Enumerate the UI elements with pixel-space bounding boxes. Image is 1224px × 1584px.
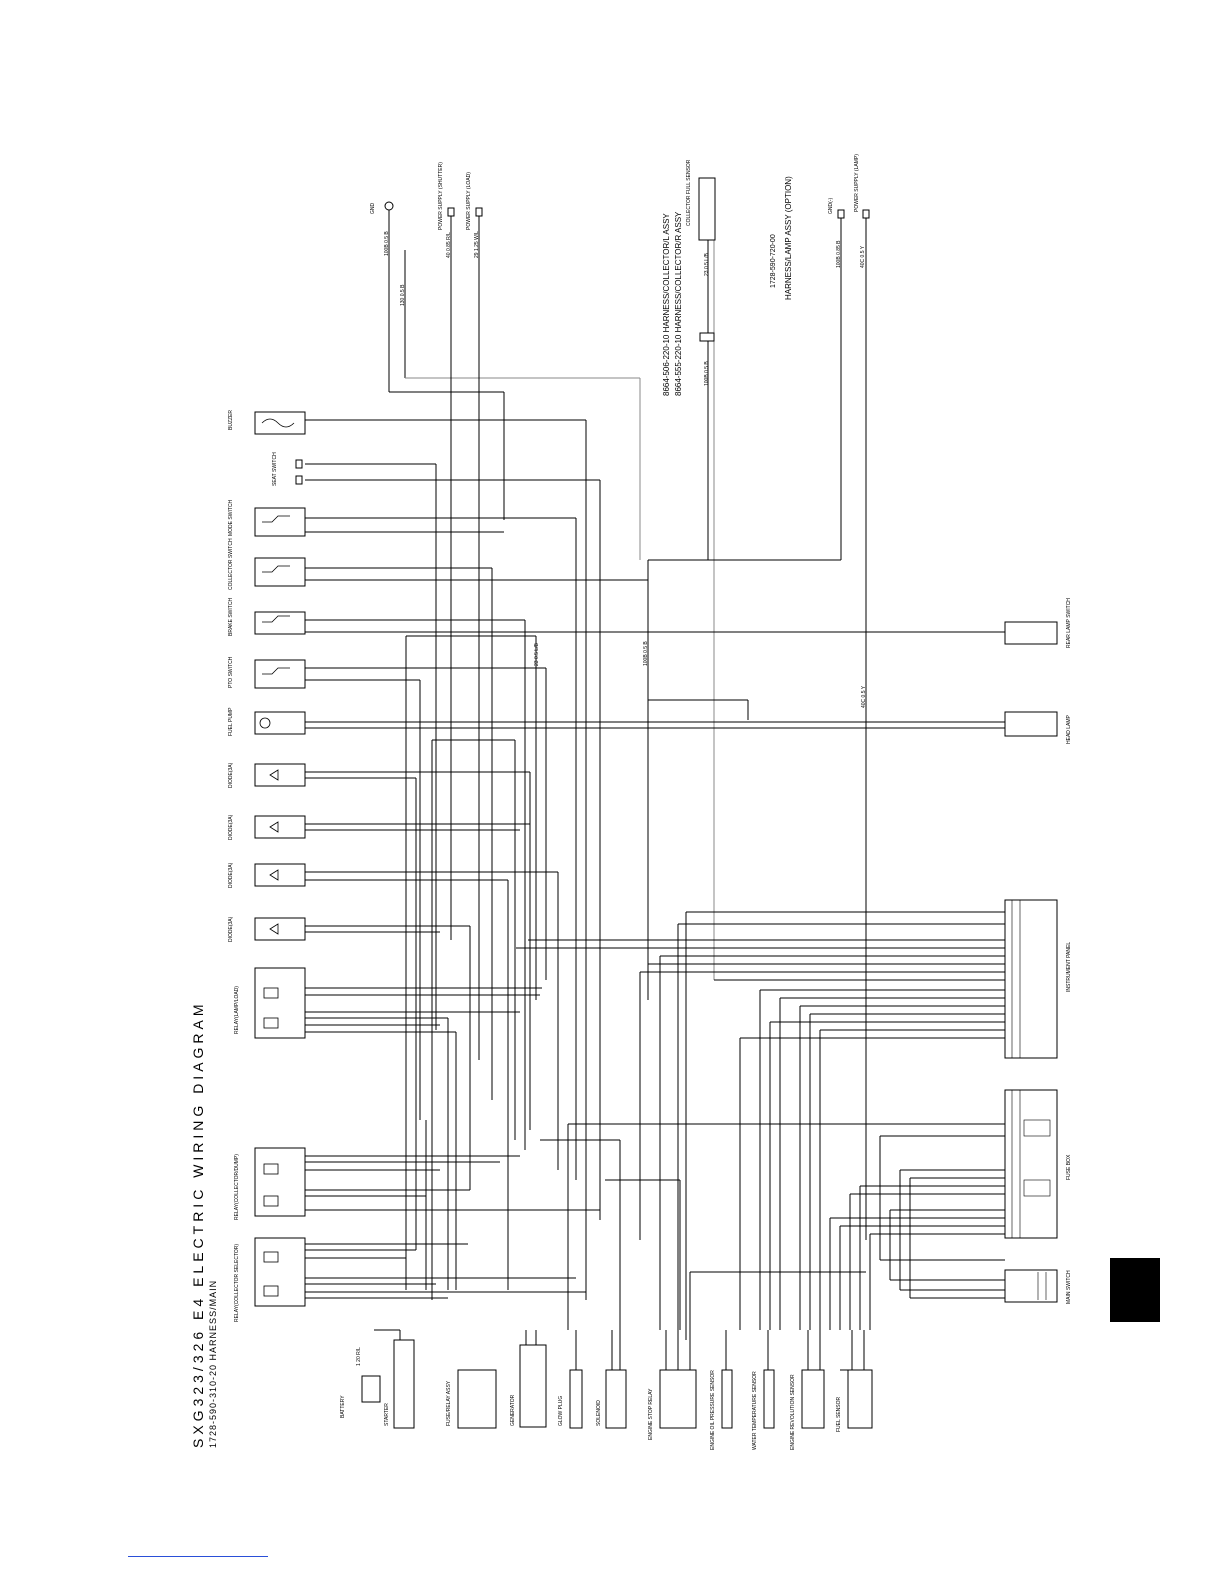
component-label: ENGINE STOP RELAY xyxy=(648,1388,654,1440)
component-label: DIODE(3A) xyxy=(228,814,234,840)
component-label: BATTERY xyxy=(340,1395,346,1418)
collector-sensor-label: COLLECTOR FULL SENSOR xyxy=(686,159,692,226)
component-label: STARTER xyxy=(384,1403,390,1426)
top-terminals xyxy=(384,177,870,342)
rear-lamp-switch-box xyxy=(1004,621,1058,645)
wire-label: 100B 0.5 B xyxy=(704,361,710,386)
component-label: REAR LAMP SWITCH xyxy=(1066,598,1072,648)
battery-box xyxy=(361,1375,381,1403)
component-label: INSTRUMENT PANEL xyxy=(1066,941,1072,992)
wire-label: 23 0.5 L/B xyxy=(704,253,710,276)
component-label: GLOW PLUG xyxy=(558,1395,564,1426)
brake-switch-box xyxy=(254,611,306,635)
bottom-link-rule xyxy=(128,1556,268,1557)
fuse-box-box xyxy=(1004,1089,1058,1239)
fuse-relay-box xyxy=(457,1369,497,1429)
harness-note: 8664-555-220-10 HARNESS/COLLECTOR/R ASSY xyxy=(674,211,683,396)
component-label: BRAKE SWITCH xyxy=(228,597,234,636)
solenoid-box xyxy=(605,1369,627,1429)
component-label: DIODE(3A) xyxy=(228,862,234,888)
component-label: FUSE BOX xyxy=(1066,1154,1072,1180)
wire-label: 100B 0.5 B xyxy=(643,641,649,666)
power-supply-terminal-icon xyxy=(447,207,455,217)
diode-box xyxy=(254,763,306,787)
wire-label: 40 0.85 R/L xyxy=(446,232,452,258)
component-label: BUZZER xyxy=(228,410,234,430)
right-component-boxes xyxy=(1004,621,1058,1303)
component-label: DIODE(3A) xyxy=(228,916,234,942)
terminal-label: POWER SUPPLY (LOAD) xyxy=(466,172,472,230)
component-label: MODE SWITCH xyxy=(228,499,234,536)
component-label: FUSE/RELAY ASSY xyxy=(446,1380,452,1426)
generator-box xyxy=(519,1344,547,1428)
wire-label: 40C 0.5 Y xyxy=(861,685,867,708)
wire-label: 100B 0.85 B xyxy=(836,240,842,268)
page-title: SXG323/326 E4 ELECTRIC WIRING DIAGRAM xyxy=(190,1000,206,1448)
bottom-component-boxes xyxy=(361,1339,873,1429)
lamp-harness-part: 1728-590-720-00 xyxy=(770,234,777,288)
wire-label: 1 20 R/L xyxy=(356,1347,362,1366)
gnd-terminal-icon xyxy=(837,209,845,219)
buzzer-box xyxy=(254,411,306,435)
component-label: SOLENOID xyxy=(596,1400,602,1426)
glow-plug-box xyxy=(569,1369,583,1429)
terminal-label: GND(-) xyxy=(828,197,834,214)
component-label: RELAY(LAMP/LOAD) xyxy=(234,986,240,1034)
diode-box xyxy=(254,815,306,839)
component-label: PTO SWITCH xyxy=(228,656,234,688)
component-label: HEAD LAMP xyxy=(1066,715,1072,744)
fuel-pump-box xyxy=(254,711,306,735)
instrument-panel-box xyxy=(1004,899,1058,1059)
seat-switch-terminal xyxy=(295,475,303,485)
lamp-harness-label: HARNESS/LAMP ASSY (OPTION) xyxy=(784,176,793,300)
component-label: COLLECTOR SWITCH xyxy=(228,538,234,590)
component-label: WATER TEMPERATURE SENSOR xyxy=(752,1371,758,1450)
gnd-terminal-icon xyxy=(384,201,394,211)
relay-collector-box xyxy=(254,1147,306,1217)
diode-box xyxy=(254,863,306,887)
wire-label: 40C 0.5 Y xyxy=(860,245,866,268)
component-label: FUEL PUMP xyxy=(228,707,234,736)
component-label: DIODE(3A) xyxy=(228,762,234,788)
collector-connector xyxy=(699,332,715,342)
wire-label: 23 0.5 L/B xyxy=(534,643,540,666)
page-subtitle: 1728-590-310-20 HARNESS/MAIN xyxy=(208,1279,218,1448)
engine-stop-relay-box xyxy=(659,1369,697,1429)
seat-switch-terminal xyxy=(295,459,303,469)
component-label: MAIN SWITCH xyxy=(1066,1270,1072,1304)
relay-lamp-box xyxy=(254,967,306,1039)
terminal-label: POWER SUPPLY (SHUTTER) xyxy=(438,162,444,230)
terminal-label: POWER SUPPLY (LAMP) xyxy=(854,154,860,212)
wire-label: 100B 0.5 B xyxy=(384,231,390,256)
water-temp-box xyxy=(763,1369,775,1429)
main-switch-box xyxy=(1004,1269,1058,1303)
collector-sensor-box xyxy=(698,177,716,241)
head-lamp-box xyxy=(1004,711,1058,737)
component-label: ENGINE REVOLUTION SENSOR xyxy=(790,1374,796,1450)
wire-label: 130 0.5 B xyxy=(400,284,406,306)
diode-box xyxy=(254,917,306,941)
component-label: GENERATOR xyxy=(510,1394,516,1426)
component-label: FUEL SENSOR xyxy=(836,1396,842,1432)
power-supply-terminal-icon xyxy=(475,207,483,217)
relay-collector-2-box xyxy=(254,1237,306,1307)
oil-sensor-box xyxy=(721,1369,733,1429)
lamp-supply-terminal-icon xyxy=(862,209,870,219)
terminal-label: GND xyxy=(370,202,376,214)
left-component-boxes xyxy=(254,411,306,1307)
fuel-sensor-box xyxy=(847,1369,873,1429)
rev-sensor-box xyxy=(801,1369,825,1429)
component-label: SEAT SWITCH xyxy=(272,452,278,486)
component-label: ENGINE OIL PRESSURE SENSOR xyxy=(710,1370,716,1450)
page-tab-marker xyxy=(1110,1258,1160,1322)
component-label: RELAY(COLLECTOR/DUMP) xyxy=(234,1154,240,1220)
component-label: RELAY(COLLECTOR SELECTOR) xyxy=(234,1243,240,1322)
wire-label: 29 1.25 W/L xyxy=(474,231,480,258)
harness-note: 8664-506-220-10 HARNESS/COLLECTOR/L ASSY xyxy=(662,213,671,396)
starter-box xyxy=(393,1339,415,1429)
